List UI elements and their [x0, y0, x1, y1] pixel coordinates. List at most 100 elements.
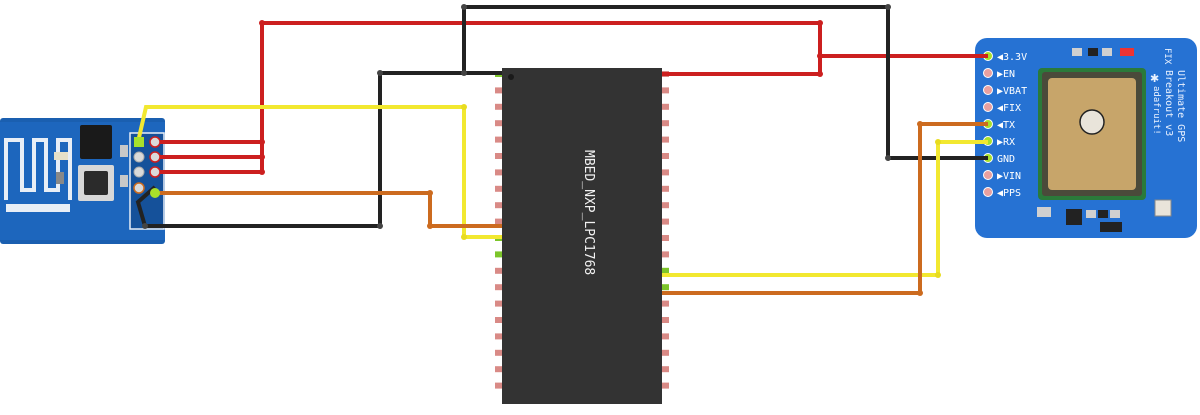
mbed-lpc1768[interactable]: MBED_NXP_LPC1768: [502, 68, 662, 404]
mbed-right-pin: [662, 349, 669, 356]
mbed-left-pin: [495, 366, 502, 373]
mbed-left-pin: [495, 284, 502, 291]
smd-cap-top-2: [1102, 48, 1112, 56]
gps-pins: ◀3.3V ▶EN ▶VBAT ◀FIX ◀TX ▶RX GND ▶VIN ◀PPS: [983, 51, 1027, 199]
esp8266-module[interactable]: [0, 118, 165, 244]
esp-pin-8: [150, 188, 160, 198]
pin1-marker: [508, 74, 514, 80]
smd-cap-bottom: [1037, 207, 1051, 217]
mbed-left-pin: [495, 349, 502, 356]
gps-pin-pad: [983, 187, 993, 197]
mbed-left-pin: [495, 185, 502, 192]
mbed-left-pin: [495, 382, 502, 389]
gps-pin-pad: [983, 68, 993, 78]
mbed-body: [502, 68, 662, 404]
mbed-right-pin: [662, 87, 669, 94]
smd-cap-2: [120, 175, 128, 187]
yellow-wire-joints: [461, 104, 941, 278]
mbed-right-pin: [662, 185, 669, 192]
smd-cap: [120, 145, 128, 157]
mbed-left-pin: [495, 169, 502, 176]
gps-pin-label: ◀3.3V: [997, 52, 1027, 63]
smd-bottom-2: [1098, 210, 1108, 218]
red-wire-joints: [259, 20, 823, 175]
gps-pin-label: ▶EN: [997, 69, 1015, 80]
adafruit-logo-icon: ✱: [1150, 72, 1159, 85]
mbed-right-pin: [662, 300, 669, 307]
mbed-left-pin: [495, 153, 502, 159]
smd-resistor: [56, 172, 64, 184]
mbed-left-pin: [495, 333, 502, 340]
mbed-right-pin: [662, 202, 669, 209]
wire-esp-orange[interactable]: [155, 191, 502, 228]
gps-pin-label: ▶VBAT: [997, 86, 1027, 97]
esp-pin-5: [133, 166, 145, 178]
mbed-label: MBED_NXP_LPC1768: [581, 150, 596, 275]
gps-breakout[interactable]: FIX Ultimate GPS Breakout v3 adafruit! ✱: [975, 38, 1197, 238]
mbed-right-pin: [662, 169, 669, 176]
mbed-left-pin: [495, 103, 502, 110]
gps-pin-pad: [983, 102, 993, 112]
gps-pin-label: ◀TX: [997, 120, 1015, 131]
smd-cap-top: [1072, 48, 1082, 56]
mbed-right-pin: [662, 218, 669, 225]
gps-pin-label: ◀PPS: [997, 188, 1021, 199]
gps-pin-label: ▶VIN: [997, 171, 1021, 182]
esp-chip: [84, 171, 108, 195]
antenna-base: [6, 204, 70, 212]
gps-pin-label: ◀FIX: [997, 103, 1021, 114]
mbed-left-pin: [495, 218, 502, 225]
mbed-left-pin: [495, 300, 502, 307]
mbed-right-pin: [662, 317, 669, 323]
smd-bottom-1: [1086, 210, 1096, 218]
mbed-right-pin: [662, 366, 669, 373]
esp-pin-7: [133, 182, 145, 194]
gps-pin-label: GND: [997, 154, 1015, 165]
mbed-left-pin: [495, 317, 502, 323]
flash-chip: [80, 125, 112, 159]
gps-brand: adafruit!: [1151, 86, 1161, 135]
gps-fix-label: FIX: [1162, 48, 1172, 65]
mbed-left-pin: [495, 136, 502, 143]
fix-led: [1120, 48, 1134, 56]
mbed-right-pin: [662, 136, 669, 143]
mbed-right-pin: [662, 284, 669, 291]
gps-pin-pad: [983, 85, 993, 95]
ufl-connector: [1154, 199, 1172, 217]
smd-bottom-4: [1100, 222, 1122, 232]
black-wire-joints: [142, 4, 891, 229]
mbed-right-pin: [662, 235, 669, 241]
smd-led: [54, 152, 68, 160]
esp-pin-6: [149, 166, 161, 178]
mbed-right-pin: [662, 251, 669, 258]
gps-title-line-1: Ultimate GPS: [1175, 70, 1186, 142]
mbed-left-pin: [495, 120, 502, 127]
orange-wire-joints: [427, 121, 923, 296]
mbed-left-pin: [495, 251, 502, 258]
wire-gps-orange[interactable]: [662, 122, 988, 295]
smd-bottom-3: [1110, 210, 1120, 218]
antenna-feed: [1079, 109, 1105, 135]
esp-pin-4: [149, 151, 161, 163]
esp-pin-2: [149, 136, 161, 148]
mbed-left-pin: [495, 87, 502, 94]
mbed-right-pin: [662, 120, 669, 127]
esp-pin-1: [134, 137, 144, 147]
mbed-left-pin: [495, 202, 502, 209]
mbed-right-pin: [662, 153, 669, 159]
esp-header-pins: [133, 136, 161, 198]
regulator: [1066, 209, 1082, 225]
gps-title-line-2: Breakout v3: [1163, 70, 1174, 136]
wire-power[interactable]: [155, 21, 988, 174]
mbed-right-pin: [662, 333, 669, 340]
gps-pin-label: ▶RX: [997, 137, 1015, 148]
esp-header: [129, 132, 165, 230]
antenna-trace: [4, 138, 72, 200]
wire-gps-yellow[interactable]: [662, 140, 988, 277]
gps-pin-pad: [983, 170, 993, 180]
mbed-right-pin: [662, 382, 669, 389]
smd-res-top: [1088, 48, 1098, 56]
mbed-right-pin: [662, 103, 669, 110]
mbed-left-pin: [495, 267, 502, 274]
